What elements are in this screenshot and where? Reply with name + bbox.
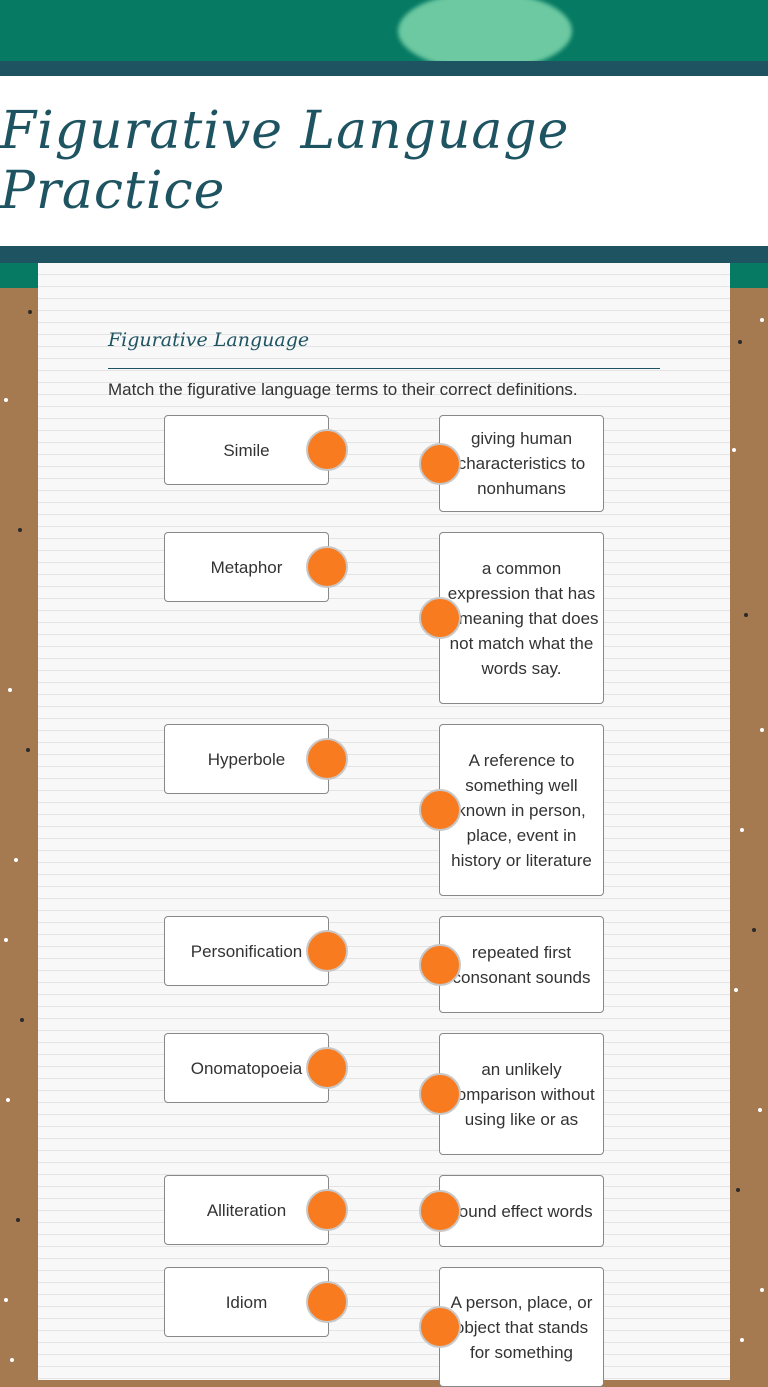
term-connector-handle[interactable] [306,738,348,780]
term-connector-handle[interactable] [306,546,348,588]
decorative-dot [4,938,8,942]
term-box[interactable]: Onomatopoeia [164,1033,329,1103]
definition-box[interactable]: sound effect words [439,1175,604,1247]
decorative-dot [14,858,18,862]
decorative-dot [758,1108,762,1112]
decorative-dot [8,688,12,692]
definition-connector-handle[interactable] [419,442,461,485]
term-box[interactable]: Hyperbole [164,724,329,794]
worksheet-paper: Figurative Language Match the figurative… [38,263,730,1387]
term-connector-handle[interactable] [306,1281,348,1323]
term-connector-handle[interactable] [306,1047,348,1089]
term-box[interactable]: Metaphor [164,532,329,602]
definition-connector-handle[interactable] [419,597,461,639]
definition-box[interactable]: A reference to something well known in p… [439,724,604,896]
decorative-dot [16,1218,20,1222]
header-stripe [0,61,768,76]
definition-box[interactable]: A person, place, or object that stands f… [439,1267,604,1387]
decorative-dot [744,613,748,617]
page-title: Figurative Language Practice [0,101,570,221]
decorative-dot [4,1298,8,1302]
decorative-dot [760,728,764,732]
term-box[interactable]: Idiom [164,1267,329,1337]
title-area: Figurative Language Practice [0,76,768,246]
term-connector-handle[interactable] [306,930,348,972]
decorative-dot [18,528,22,532]
definition-box[interactable]: repeated first consonant sounds [439,916,604,1013]
decorative-dot [738,340,742,344]
definition-box[interactable]: a common expression that has a meaning t… [439,532,604,704]
decorative-dot [4,398,8,402]
definition-connector-handle[interactable] [419,1073,461,1115]
definition-connector-handle[interactable] [419,1306,461,1348]
section-divider [108,368,660,369]
decorative-dot [760,1288,764,1292]
decorative-dot [20,1018,24,1022]
section-title: Figurative Language [108,329,310,351]
definition-box[interactable]: giving human characteristics to nonhuman… [439,415,604,512]
term-box[interactable]: Simile [164,415,329,485]
decorative-dot [10,1358,14,1362]
definition-connector-handle[interactable] [419,1190,461,1232]
decorative-dot [736,1188,740,1192]
header-stripe-lower [0,246,768,263]
top-banner [0,0,768,61]
instructions: Match the figurative language terms to t… [108,380,578,399]
decorative-dot [734,988,738,992]
decorative-dot [740,828,744,832]
definition-connector-handle[interactable] [419,943,461,986]
decorative-dot [760,318,764,322]
term-connector-handle[interactable] [306,1189,348,1231]
definition-box[interactable]: an unlikely comparison without using lik… [439,1033,604,1155]
decorative-dot [752,928,756,932]
decorative-dot [28,310,32,314]
term-connector-handle[interactable] [306,429,348,471]
decorative-dot [26,748,30,752]
banner-decoration [398,0,572,61]
term-box[interactable]: Alliteration [164,1175,329,1245]
term-box[interactable]: Personification [164,916,329,986]
decorative-dot [6,1098,10,1102]
background-dots [0,288,768,1380]
definition-connector-handle[interactable] [419,789,461,831]
decorative-dot [740,1338,744,1342]
decorative-dot [732,448,736,452]
